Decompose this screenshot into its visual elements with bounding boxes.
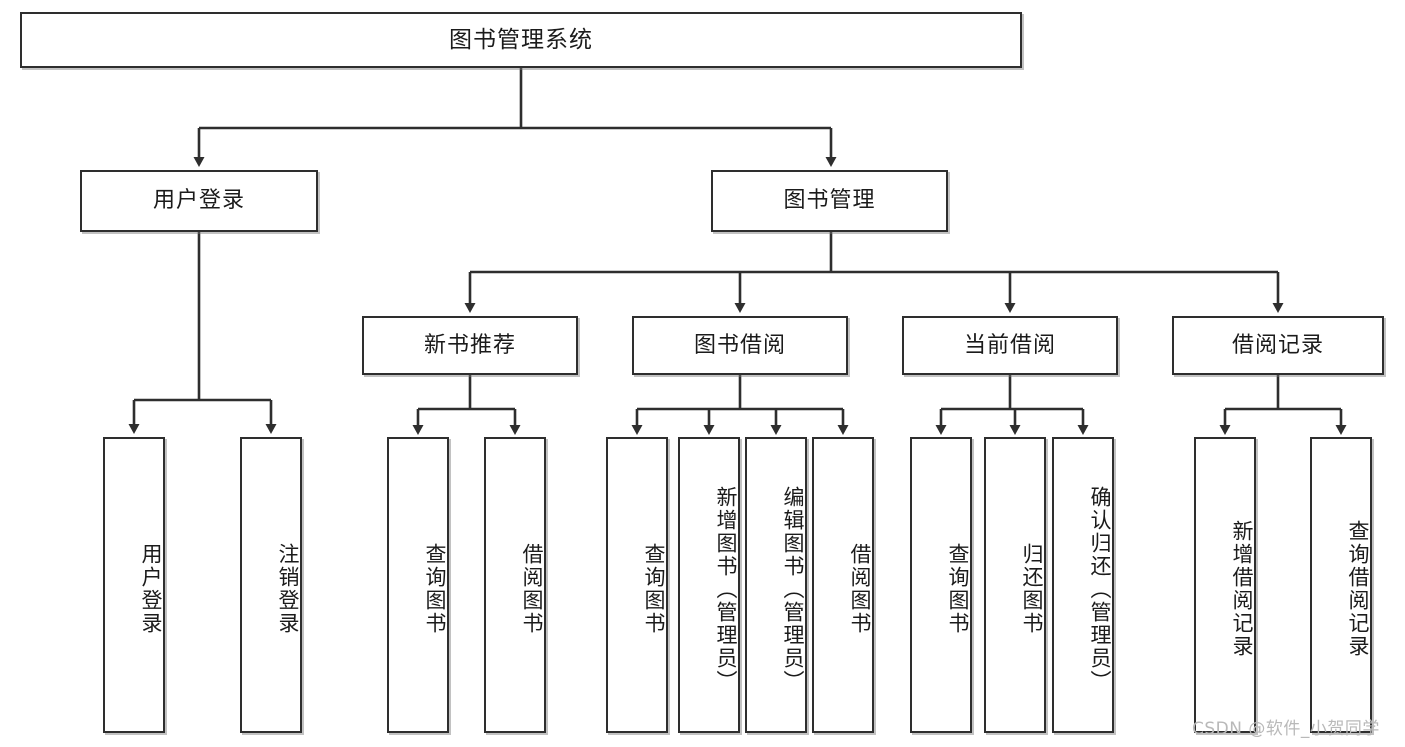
node-label: 图书借阅: [693, 332, 786, 358]
node-label: 确认归还（管理员）: [1088, 485, 1112, 693]
node-label: 新增借阅记录: [1230, 520, 1254, 658]
node-borrow-record[interactable]: 借阅记录: [1172, 316, 1384, 375]
node-label: 借阅图书: [848, 543, 872, 635]
node-leaf-borrow-edit-book-admin[interactable]: 编辑图书（管理员）: [745, 437, 807, 733]
node-leaf-current-query-book[interactable]: 查询图书: [910, 437, 972, 733]
node-new-book-recommend[interactable]: 新书推荐: [362, 316, 578, 375]
node-label: 当前借阅: [963, 332, 1056, 358]
node-label: 新书推荐: [423, 332, 516, 358]
node-leaf-borrow-query-book[interactable]: 查询图书: [606, 437, 668, 733]
node-label: 归还图书: [1020, 543, 1044, 635]
node-leaf-user-logout[interactable]: 注销登录: [240, 437, 302, 733]
csdn-watermark: CSDN @软件_小贺同学: [1192, 719, 1380, 739]
node-book-manage[interactable]: 图书管理: [711, 170, 948, 232]
node-label: 借阅图书: [520, 543, 544, 635]
node-leaf-borrow-add-book-admin[interactable]: 新增图书（管理员）: [678, 437, 740, 733]
node-leaf-user-login[interactable]: 用户登录: [103, 437, 165, 733]
node-label: 图书管理系统: [449, 26, 593, 53]
node-label: 借阅记录: [1231, 332, 1324, 358]
node-leaf-recommend-borrow-book[interactable]: 借阅图书: [484, 437, 546, 733]
node-leaf-borrow-do-borrow[interactable]: 借阅图书: [812, 437, 874, 733]
node-label: 注销登录: [276, 543, 300, 635]
node-book-borrow[interactable]: 图书借阅: [632, 316, 848, 375]
node-label: 查询图书: [946, 543, 970, 635]
node-leaf-current-confirm-return-admin[interactable]: 确认归还（管理员）: [1052, 437, 1114, 733]
node-root-system[interactable]: 图书管理系统: [20, 12, 1022, 68]
node-label: 查询图书: [642, 543, 666, 635]
node-label: 查询图书: [423, 543, 447, 635]
node-label: 用户登录: [139, 543, 163, 635]
node-user-login[interactable]: 用户登录: [80, 170, 318, 232]
node-current-borrow[interactable]: 当前借阅: [902, 316, 1118, 375]
node-leaf-recommend-query-book[interactable]: 查询图书: [387, 437, 449, 733]
node-label: 查询借阅记录: [1346, 520, 1370, 658]
node-leaf-record-add[interactable]: 新增借阅记录: [1194, 437, 1256, 733]
node-label: 新增图书（管理员）: [714, 485, 738, 693]
node-label: 编辑图书（管理员）: [781, 485, 805, 693]
node-leaf-current-return-book[interactable]: 归还图书: [984, 437, 1046, 733]
node-leaf-record-query[interactable]: 查询借阅记录: [1310, 437, 1372, 733]
node-label: 用户登录: [152, 188, 245, 214]
node-label: 图书管理: [783, 188, 876, 214]
